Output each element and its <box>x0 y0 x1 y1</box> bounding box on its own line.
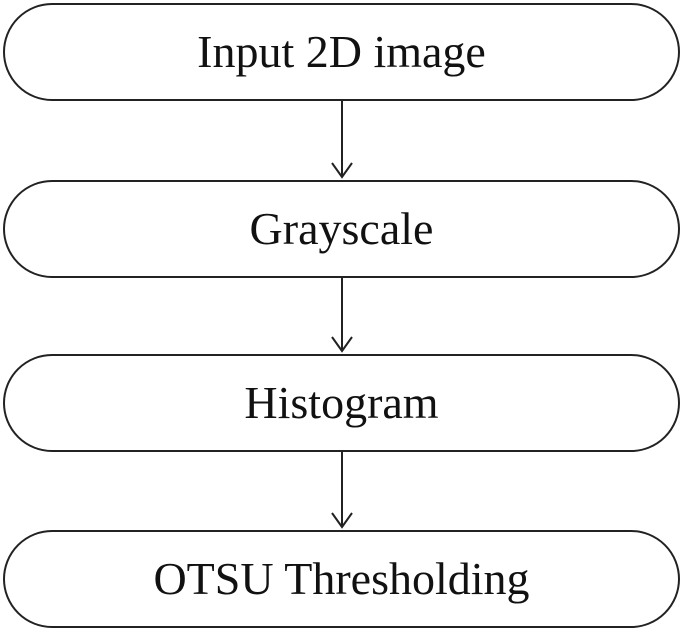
step-label: OTSU Thresholding <box>153 553 530 604</box>
step-label: Grayscale <box>249 203 434 254</box>
step-otsu-thresholding: OTSU Thresholding <box>3 530 680 628</box>
arrow-down-icon <box>331 452 353 529</box>
step-histogram: Histogram <box>3 354 680 452</box>
step-label: Input 2D image <box>197 26 486 77</box>
step-label: Histogram <box>244 377 439 428</box>
arrow-down-icon <box>331 101 353 179</box>
arrow-down-icon <box>331 278 353 353</box>
step-input-2d-image: Input 2D image <box>3 3 680 101</box>
step-grayscale: Grayscale <box>3 180 680 278</box>
